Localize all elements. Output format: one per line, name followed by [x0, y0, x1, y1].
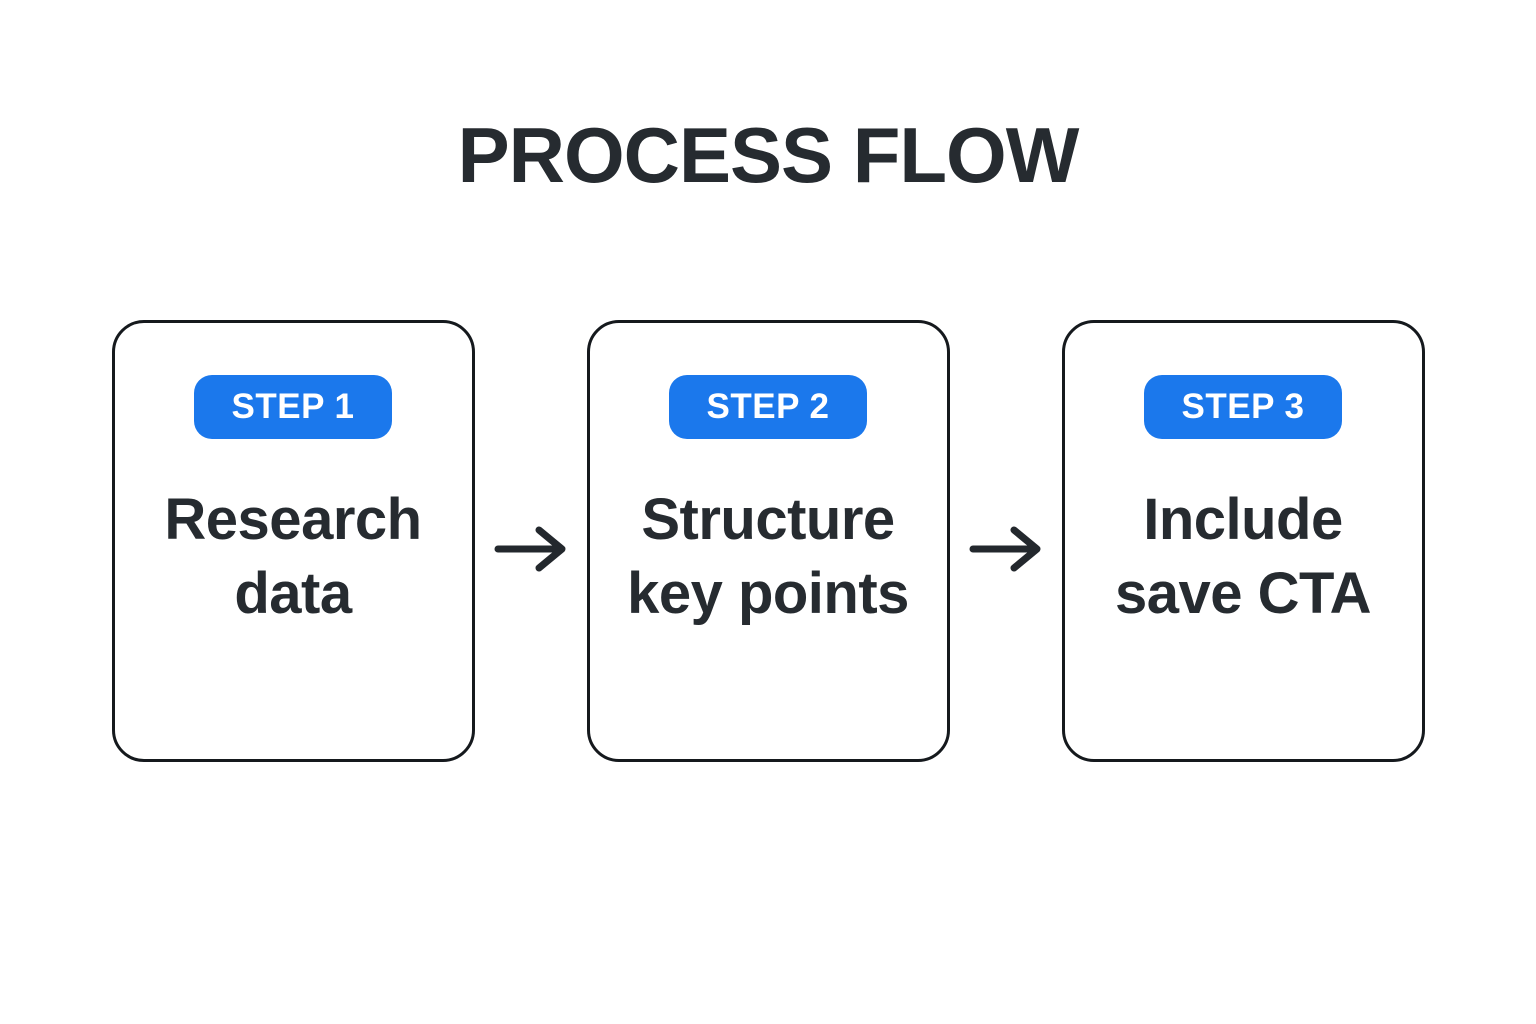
- step-1-label-line1: Research: [164, 487, 422, 552]
- arrow-cell-2: [950, 320, 1062, 762]
- step-1-badge: STEP 1: [193, 375, 393, 439]
- step-3-label: Include save CTA: [1114, 483, 1372, 630]
- step-1-label: Research data: [164, 483, 422, 630]
- step-2-label: Structure key points: [627, 483, 909, 630]
- step-3-label-line2: save CTA: [1114, 560, 1372, 626]
- flow-row: STEP 1 Research data STEP 2 Structure ke…: [0, 320, 1536, 762]
- arrow-right-icon: [494, 526, 565, 572]
- step-3-label-line1: Include: [1143, 487, 1343, 552]
- step-card-3: STEP 3 Include save CTA: [1061, 320, 1425, 762]
- step-1-label-line2: data: [234, 560, 352, 626]
- step-2-label-line2: key points: [627, 560, 909, 626]
- step-2-label-line1: Structure: [641, 487, 895, 552]
- page-title: PROCESS FLOW: [457, 111, 1080, 199]
- step-3-badge: STEP 3: [1143, 375, 1343, 439]
- step-card-2: STEP 2 Structure key points: [586, 320, 950, 762]
- step-card-1: STEP 1 Research data: [111, 320, 475, 762]
- arrow-right-icon: [969, 526, 1040, 572]
- arrow-cell-1: [475, 320, 587, 762]
- step-2-badge: STEP 2: [668, 375, 868, 439]
